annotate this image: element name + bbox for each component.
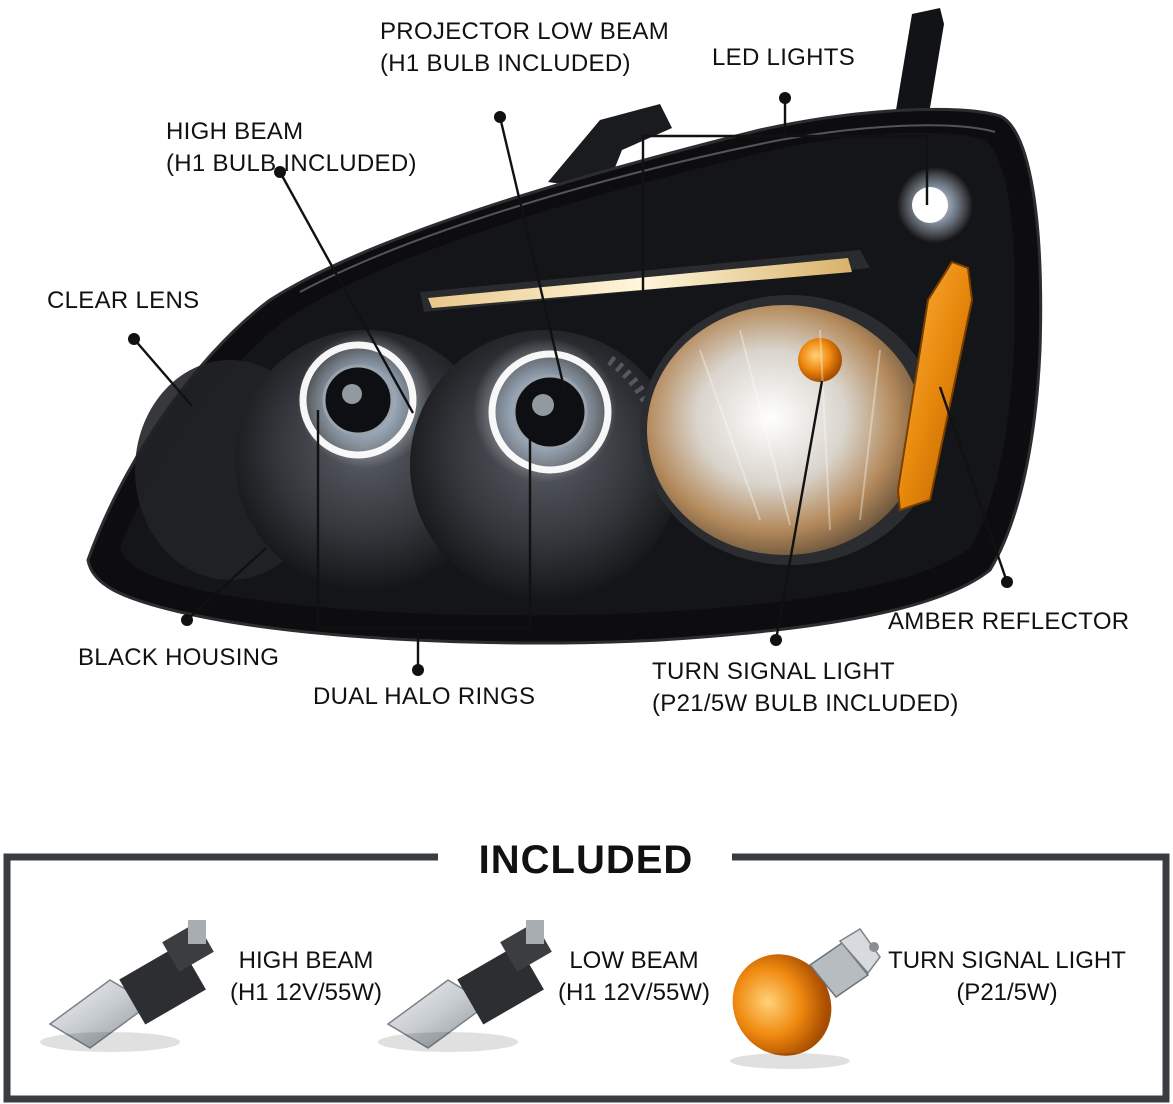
callout-high-beam: HIGH BEAM (H1 BULB INCLUDED) — [166, 116, 417, 180]
callout-projector-low-beam: PROJECTOR LOW BEAM (H1 BULB INCLUDED) — [380, 16, 669, 80]
callout-projector-low-beam-line1: PROJECTOR LOW BEAM — [380, 18, 669, 45]
callout-clear-lens: CLEAR LENS — [47, 285, 199, 317]
included-item-spec: (H1 12V/55W) — [229, 979, 383, 1006]
callout-amber-reflector: AMBER REFLECTOR — [888, 606, 1129, 638]
callout-turn-signal-light-line2: (P21/5W BULB INCLUDED) — [652, 690, 959, 717]
included-title: INCLUDED — [478, 838, 694, 882]
callout-led-lights: LED LIGHTS — [712, 42, 855, 74]
h1-bulb-icon — [40, 920, 214, 1052]
callout-black-housing-label: BLACK HOUSING — [78, 644, 280, 671]
callout-clear-lens-label: CLEAR LENS — [47, 287, 200, 314]
callout-high-beam-line1: HIGH BEAM — [166, 118, 304, 145]
led-light-bar — [420, 167, 973, 312]
included-frame — [3, 853, 1170, 1103]
amber-p21-bulb-icon — [730, 928, 881, 1069]
callout-dots — [128, 92, 1013, 676]
included-item-name: HIGH BEAM — [238, 947, 374, 974]
included-item-turn-signal: TURN SIGNAL LIGHT (P21/5W) — [880, 945, 1134, 1009]
h1-bulb-icon — [378, 920, 552, 1052]
callout-turn-signal-light-line1: TURN SIGNAL LIGHT — [652, 658, 895, 685]
projector-low-beam — [410, 330, 680, 600]
callout-turn-signal-light: TURN SIGNAL LIGHT (P21/5W BULB INCLUDED) — [652, 656, 959, 720]
turn-signal-reflector — [640, 295, 940, 565]
included-item-name: LOW BEAM — [569, 947, 699, 974]
mounting-tab — [548, 8, 944, 190]
included-item-low-beam: LOW BEAM (H1 12V/55W) — [550, 945, 718, 1009]
amber-side-reflector — [896, 260, 974, 512]
callout-amber-reflector-label: AMBER REFLECTOR — [888, 608, 1130, 635]
callout-dual-halo-rings: DUAL HALO RINGS — [313, 681, 535, 713]
callout-dual-halo-rings-label: DUAL HALO RINGS — [313, 683, 536, 710]
callout-led-lights-label: LED LIGHTS — [712, 44, 856, 71]
callout-leaders — [133, 98, 1009, 670]
included-item-spec: (P21/5W) — [956, 979, 1058, 1006]
included-item-high-beam: HIGH BEAM (H1 12V/55W) — [222, 945, 390, 1009]
included-item-spec: (H1 12V/55W) — [557, 979, 711, 1006]
callout-black-housing: BLACK HOUSING — [78, 642, 279, 674]
callout-high-beam-line2: (H1 BULB INCLUDED) — [166, 150, 417, 177]
included-item-name: TURN SIGNAL LIGHT — [888, 947, 1126, 974]
callout-projector-low-beam-line2: (H1 BULB INCLUDED) — [380, 50, 631, 77]
